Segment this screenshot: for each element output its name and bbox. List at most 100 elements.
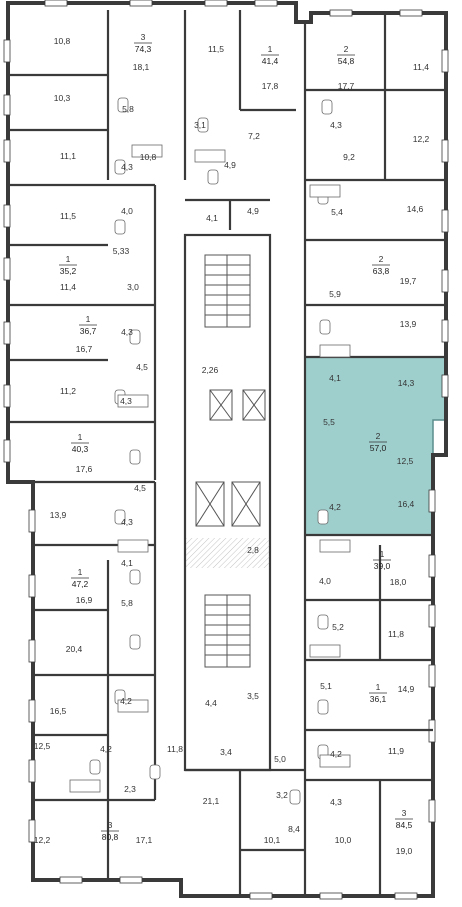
apartment-badge[interactable]: 254,8 (337, 44, 355, 66)
apartment-area: 74,3 (135, 44, 152, 54)
room-area-label: 20,4 (66, 644, 83, 654)
room-area-label: 5,1 (320, 681, 332, 691)
apartment-area: 80,8 (102, 832, 119, 842)
room-area-label: 12,5 (397, 456, 414, 466)
apartment-rooms: 3 (108, 820, 113, 830)
room-area-label: 21,1 (203, 796, 220, 806)
fixtures (69, 97, 351, 805)
room-area-label: 11,5 (60, 211, 76, 221)
apartment-badge[interactable]: 374,3 (134, 32, 152, 54)
room-area-label: 11,5 (208, 44, 224, 54)
room-area-label: 16,4 (398, 499, 415, 509)
apartment-area: 39,0 (374, 561, 391, 571)
room-area-label: 5,33 (113, 246, 130, 256)
apartment-rooms: 2 (344, 44, 349, 54)
room-area-label: 2,8 (247, 545, 259, 555)
room-area-label: 17,7 (338, 81, 355, 91)
room-area-label: 3,0 (127, 282, 139, 292)
apartment-badge[interactable]: 135,2 (59, 254, 77, 276)
partition-walls (8, 10, 446, 896)
apartment-badge[interactable]: 147,2 (71, 567, 89, 589)
apartment-rooms: 1 (86, 314, 91, 324)
room-area-label: 3,2 (276, 790, 288, 800)
room-area-label: 3,1 (194, 120, 206, 130)
apartment-area: 41,4 (262, 56, 279, 66)
room-area-label: 10,3 (54, 93, 71, 103)
room-area-label: 11,1 (60, 151, 76, 161)
highlighted-apartment-rooms: 2 (376, 431, 381, 441)
apartment-area: 36,1 (370, 694, 387, 704)
room-area-label: 16,9 (76, 595, 93, 605)
room-area-label: 3,4 (220, 747, 232, 757)
room-area-label: 4,3 (121, 162, 133, 172)
room-area-label: 9,2 (343, 152, 355, 162)
room-area-label: 5,5 (323, 417, 335, 427)
apartment-badge[interactable]: 141,4 (261, 44, 279, 66)
room-area-label: 17,8 (262, 81, 279, 91)
room-area-label: 4,3 (121, 517, 133, 527)
room-area-label: 4,3 (121, 327, 133, 337)
room-area-label: 12,2 (413, 134, 430, 144)
highlighted-apartment-badge[interactable]: 257,0 (369, 431, 387, 453)
core (186, 254, 270, 668)
highlighted-apartment-area-label: 57,0 (370, 443, 387, 453)
apartment-badge[interactable]: 136,7 (79, 314, 97, 336)
room-area-label: 5,4 (331, 207, 343, 217)
room-area-label: 11,8 (388, 629, 404, 639)
room-area-label: 4,5 (134, 483, 146, 493)
room-area-label: 10,8 (54, 36, 71, 46)
room-area-label: 5,0 (274, 754, 286, 764)
apartment-rooms: 1 (380, 549, 385, 559)
room-area-label: 11,9 (388, 746, 404, 756)
room-area-label: 10,8 (140, 152, 157, 162)
apartment-badge[interactable]: 136,1 (369, 682, 387, 704)
apartment-badge[interactable]: 139,0 (373, 549, 391, 571)
room-area-label: 7,2 (248, 131, 260, 141)
apartment-rooms: 1 (376, 682, 381, 692)
room-area-label: 5,2 (332, 622, 344, 632)
room-area-label: 14,6 (407, 204, 424, 214)
room-area-label: 11,8 (167, 744, 183, 754)
room-area-label: 4,1 (329, 373, 341, 383)
room-area-label: 16,7 (76, 344, 93, 354)
apartment-area: 84,5 (396, 820, 413, 830)
room-area-label: 17,1 (136, 835, 153, 845)
apartment-badge[interactable]: 384,5 (395, 808, 413, 830)
apartment-area: 35,2 (60, 266, 77, 276)
room-area-label: 13,9 (50, 510, 67, 520)
room-area-label: 8,4 (288, 824, 300, 834)
room-area-label: 4,9 (224, 160, 236, 170)
apartment-badge[interactable]: 380,8 (101, 820, 119, 842)
room-area-label: 17,6 (76, 464, 93, 474)
apartment-area: 54,8 (338, 56, 355, 66)
apartment-rooms: 3 (402, 808, 407, 818)
room-area-label: 13,9 (400, 319, 417, 329)
apartment-area: 63,8 (373, 266, 390, 276)
apartment-rooms: 1 (66, 254, 71, 264)
apartment-badge[interactable]: 140,3 (71, 432, 89, 454)
apartment-badge[interactable]: 263,8 (372, 254, 390, 276)
room-area-label: 5,8 (121, 598, 133, 608)
room-area-label: 11,2 (60, 386, 76, 396)
room-area-label: 10,0 (335, 835, 352, 845)
room-area-label: 12,2 (34, 835, 51, 845)
apartment-rooms: 1 (78, 432, 83, 442)
apartment-rooms: 1 (78, 567, 83, 577)
room-area-label: 11,4 (413, 62, 429, 72)
room-area-label: 4,3 (330, 120, 342, 130)
apartment-area: 40,3 (72, 444, 89, 454)
room-area-label: 12,5 (34, 741, 51, 751)
room-area-label: 4,2 (330, 749, 342, 759)
room-area-label: 11,4 (60, 282, 76, 292)
room-area-label: 4,5 (136, 362, 148, 372)
room-area-label: 16,5 (50, 706, 67, 716)
room-area-label: 4,2 (100, 744, 112, 754)
room-area-label: 5,9 (329, 289, 341, 299)
room-area-label: 4,1 (206, 213, 218, 223)
apartment-area: 36,7 (80, 326, 97, 336)
room-area-label: 10,1 (264, 835, 281, 845)
room-area-label: 18,0 (390, 577, 407, 587)
apartment-rooms: 1 (268, 44, 273, 54)
room-area-label: 4,2 (120, 696, 132, 706)
